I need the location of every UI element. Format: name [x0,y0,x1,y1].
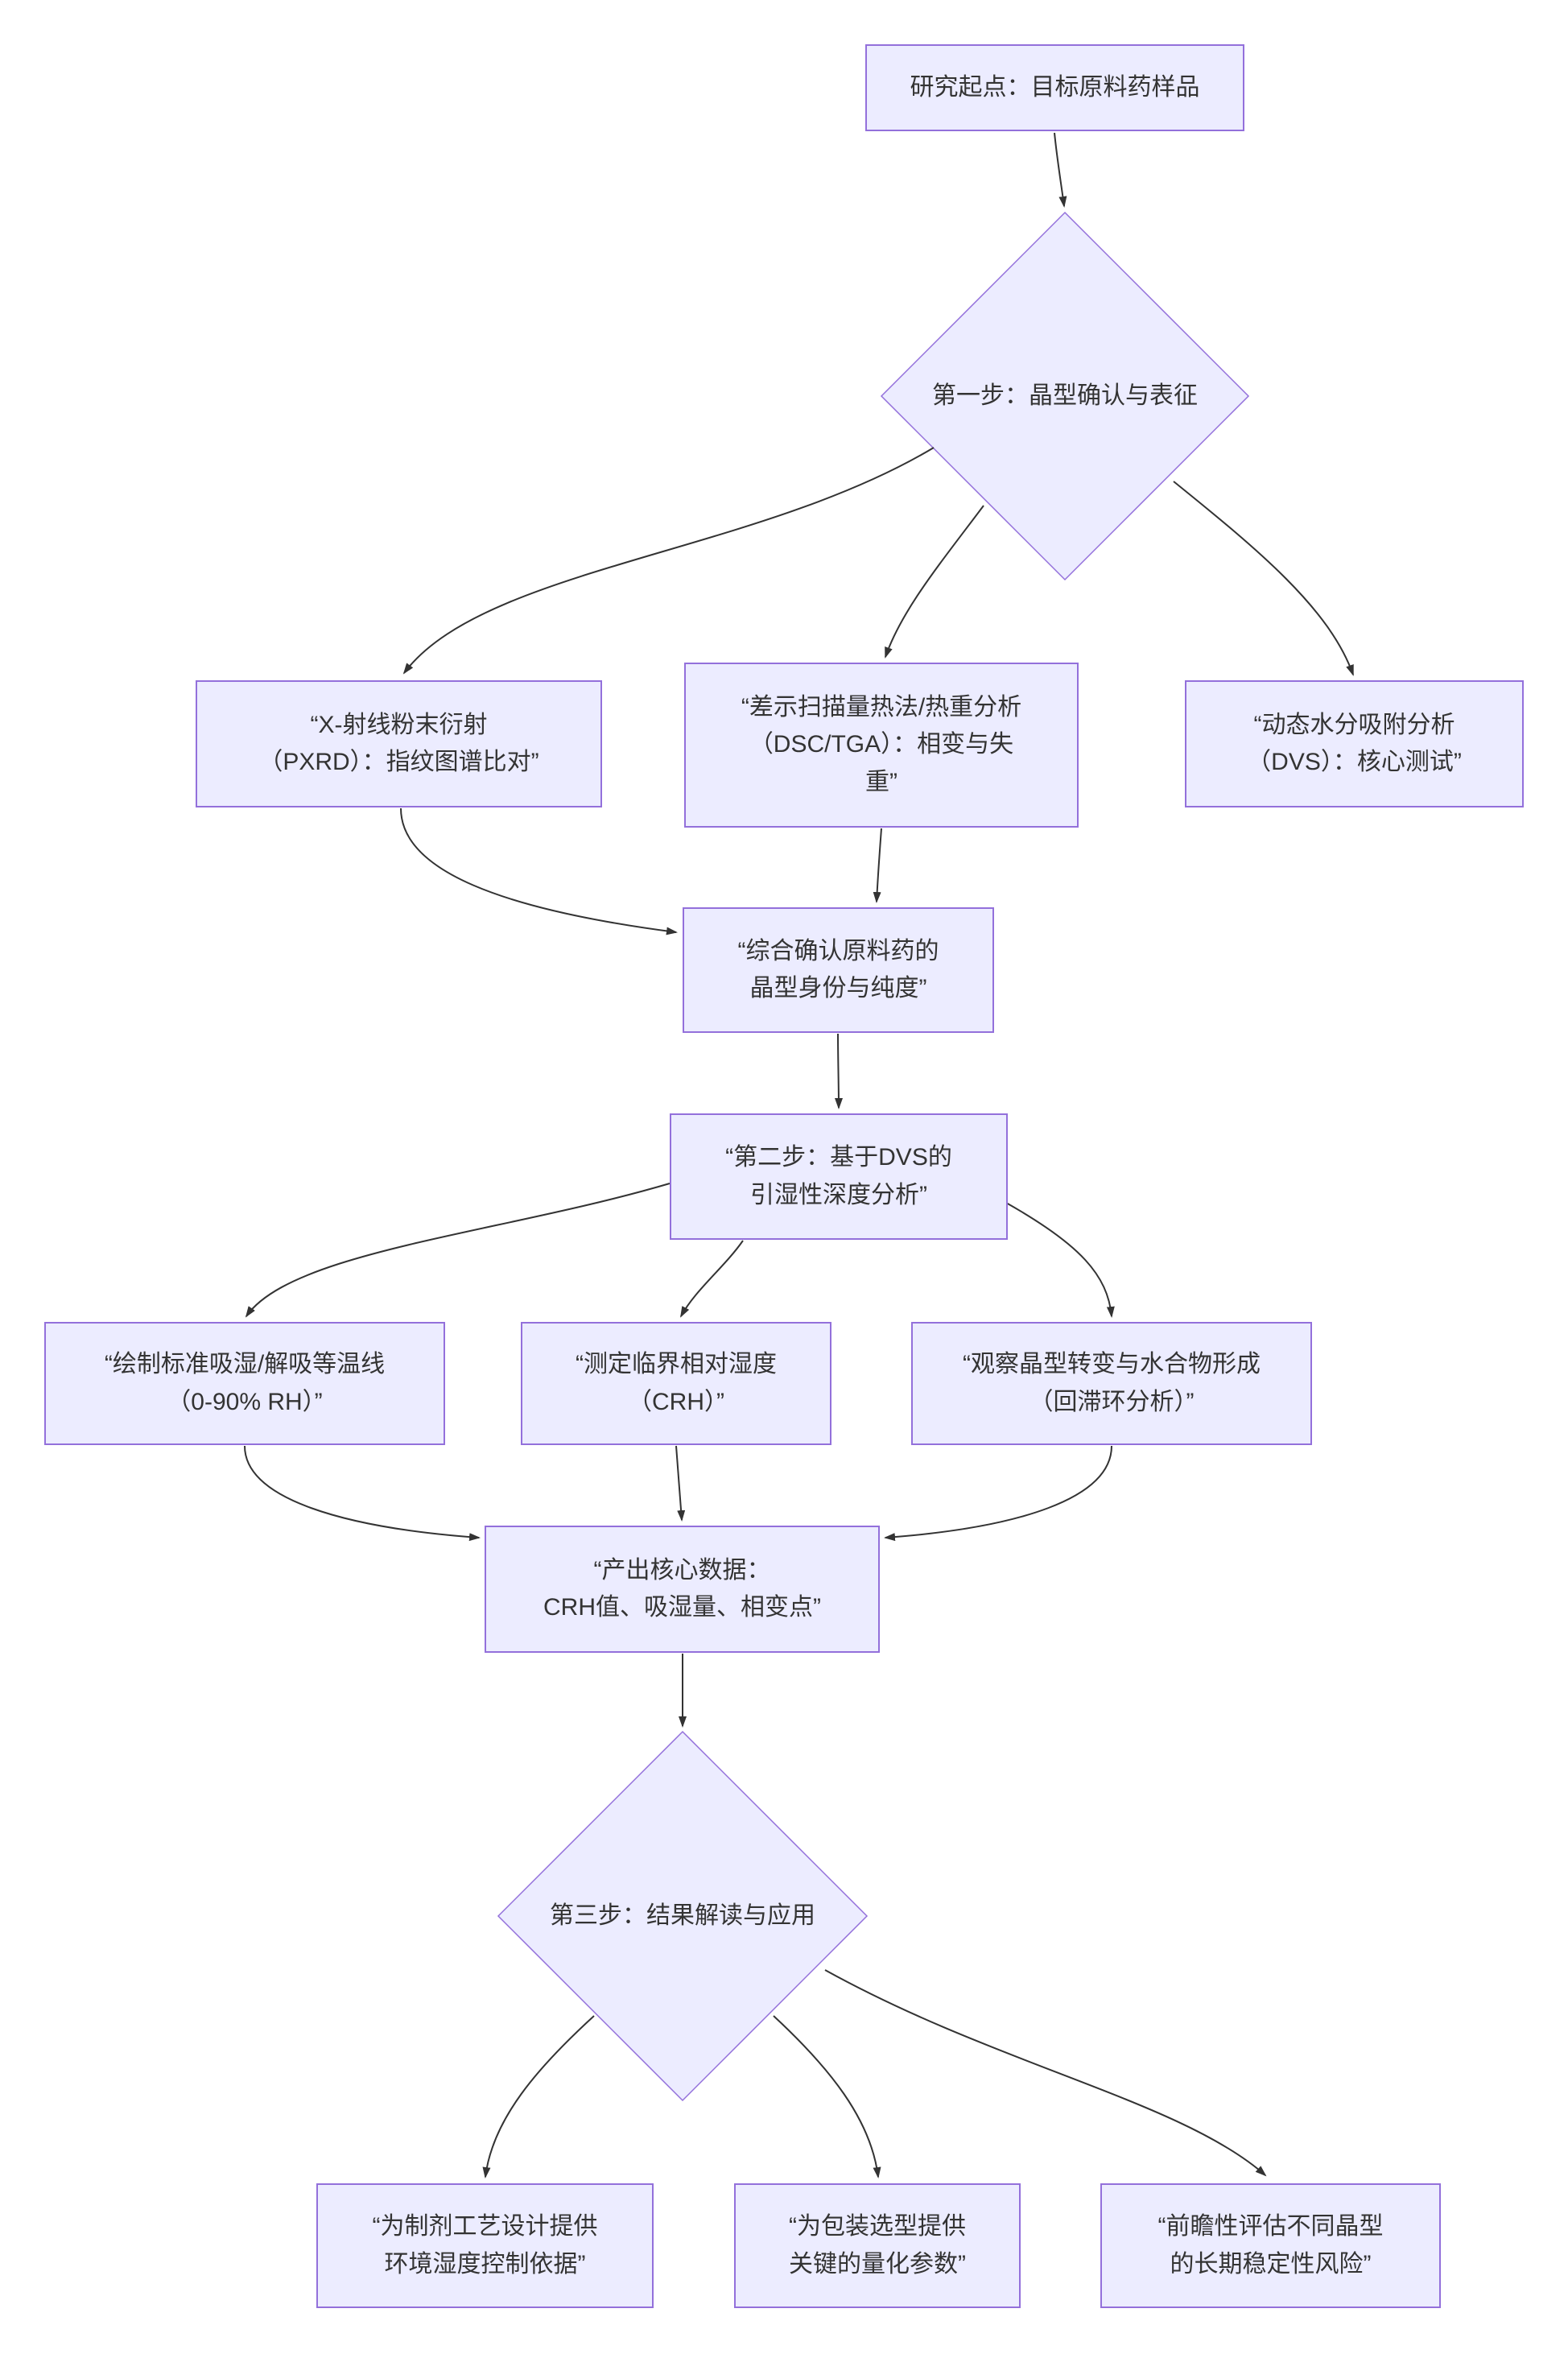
node-step3: 第三步：结果解读与应用 [550,1902,815,1929]
node-packaging: “为包装选型提供 关键的量化参数” [734,2183,1021,2308]
node-step3-diamond-shape [497,1730,869,2102]
node-step2: “第二步：基于DVS的 引湿性深度分析” [670,1113,1008,1240]
node-start: 研究起点：目标原料药样品 [865,44,1244,131]
edge-confirm-step2 [834,1033,843,1109]
edge-dsc-tga-confirm [873,828,882,903]
edge-step1-dsc-tga [885,505,984,659]
node-dvs: “动态水分吸附分析 （DVS）：核心测试” [1185,680,1524,807]
edge-pxrd-confirm [400,807,678,935]
edge-isotherm-core-data [244,1445,481,1542]
edge-step2-hysteresis [1005,1202,1115,1318]
node-step1-diamond-shape [880,211,1250,581]
edge-step2-crh [680,1240,744,1318]
node-pxrd: “X-射线粉末衍射 （PXRD）：指纹图谱比对” [196,680,602,807]
node-hysteresis: “观察晶型转变与水合物形成 （回滞环分析）” [911,1322,1312,1445]
edge-step1-pxrd [402,447,935,675]
edge-step3-formulation [482,2015,595,2178]
edge-step2-isotherm [245,1183,671,1318]
node-isotherm: “绘制标准吸湿/解吸等温线 （0-90% RH）” [44,1322,445,1445]
node-stability: “前瞻性评估不同晶型 的长期稳定性风险” [1100,2183,1441,2308]
edge-step3-stability [824,1969,1267,2177]
edge-step3-packaging [773,2015,881,2178]
edge-start-step1 [1054,132,1067,208]
edge-step1-dvs [1173,481,1354,676]
node-formulation: “为制剂工艺设计提供 环境湿度控制依据” [316,2183,654,2308]
node-step1: 第一步：晶型确认与表征 [932,382,1198,409]
edge-hysteresis-core-data [884,1445,1112,1542]
node-dsc-tga: “差示扫描量热法/热重分析 （DSC/TGA）：相变与失 重” [684,663,1079,828]
node-core-data: “产出核心数据： CRH值、吸湿量、相变点” [485,1526,880,1653]
edge-crh-core-data [675,1445,686,1522]
node-confirm: “综合确认原料药的 晶型身份与纯度” [683,907,994,1033]
node-crh: “测定临界相对湿度 （CRH）” [521,1322,831,1445]
